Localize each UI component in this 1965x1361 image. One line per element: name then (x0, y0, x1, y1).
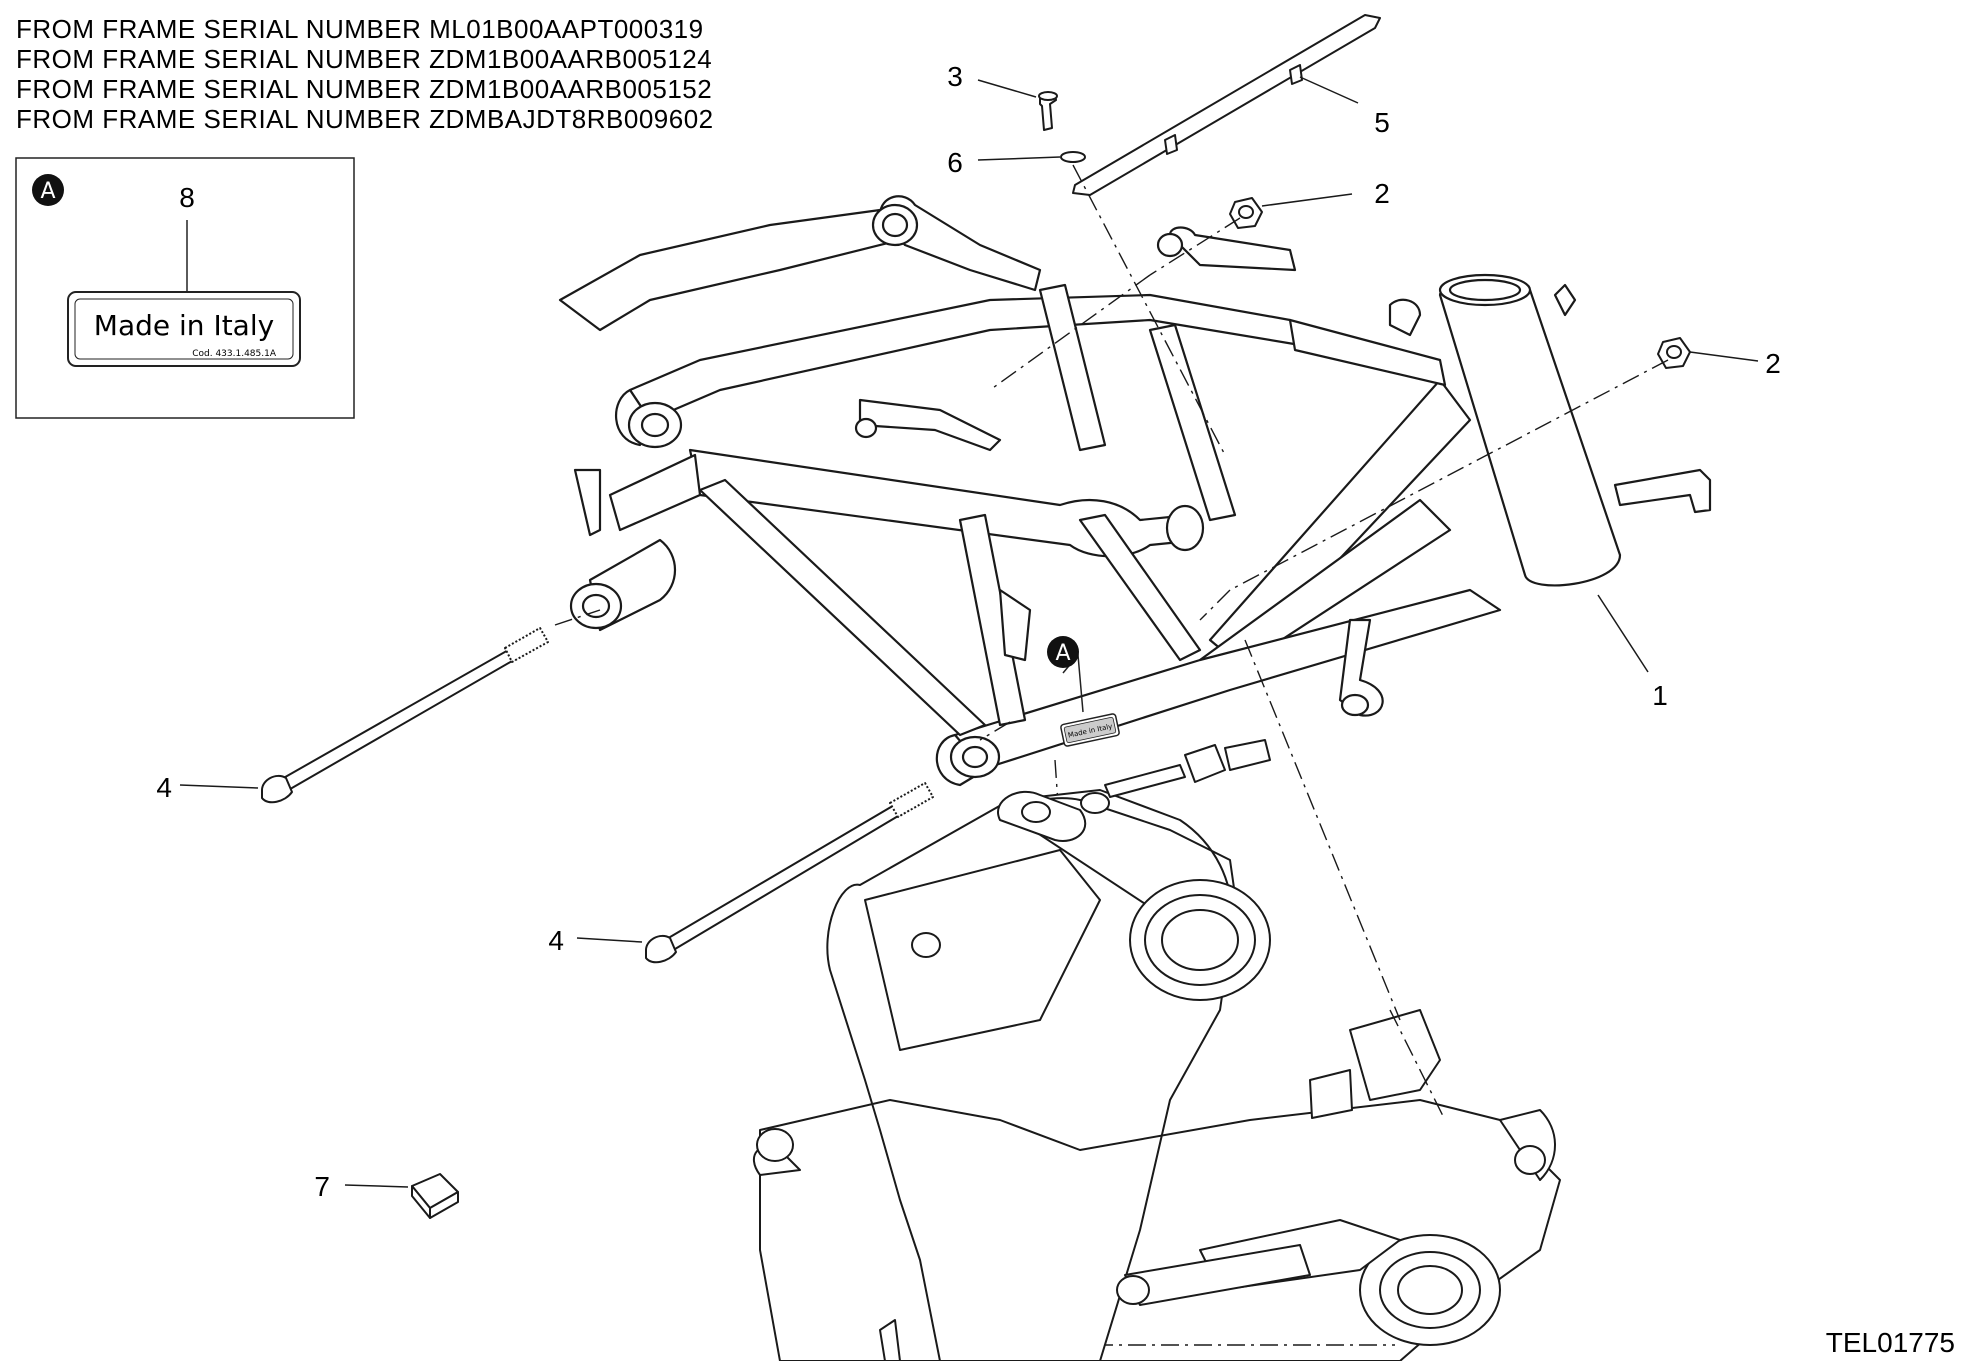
callout-1: 1 (1652, 680, 1668, 711)
serial-note-1: FROM FRAME SERIAL NUMBER ML01B00AAPT0003… (16, 14, 704, 44)
callout-4-lower: 4 (548, 925, 564, 956)
serial-note-2: FROM FRAME SERIAL NUMBER ZDM1B00AARB0051… (16, 44, 712, 74)
callout-4-upper: 4 (156, 772, 172, 803)
serial-note-4: FROM FRAME SERIAL NUMBER ZDMBAJDT8RB0096… (16, 104, 714, 134)
serial-notes: FROM FRAME SERIAL NUMBER ML01B00AAPT0003… (16, 14, 714, 134)
callout-5: 5 (1374, 107, 1390, 138)
leader-lines (179, 76, 1759, 1188)
inset-detail-a: A 8 Made in Italy Cod. 433.1.485.1A (15, 157, 355, 419)
rubber-block (411, 1173, 459, 1219)
inset-marker-badge (32, 174, 64, 206)
drawing-code: TEL01775 (1826, 1327, 1955, 1358)
frame-marker-letter: A (1055, 641, 1070, 666)
callout-6: 6 (947, 147, 963, 178)
callout-3: 3 (947, 61, 963, 92)
frame-label-callout: A Made in Italy (1047, 636, 1120, 747)
label-code: Cod. 433.1.485.1A (192, 349, 277, 359)
inset-part-number: 8 (179, 182, 195, 213)
made-in-italy-label: Made in Italy Cod. 433.1.485.1A (67, 291, 301, 367)
top-bracket-hardware (1038, 14, 1691, 369)
engine-assembly (753, 739, 1561, 1361)
frame-marker-badge (1047, 636, 1079, 668)
long-bolts (261, 627, 934, 964)
callout-2-right: 2 (1765, 348, 1781, 379)
callout-2-upper: 2 (1374, 178, 1390, 209)
callout-numbers: 1 2 2 3 4 4 5 6 7 (156, 61, 1780, 1202)
inset-marker-letter: A (40, 179, 55, 204)
callout-7: 7 (314, 1171, 330, 1202)
label-text: Made in Italy (94, 309, 274, 342)
serial-note-3: FROM FRAME SERIAL NUMBER ZDM1B00AARB0051… (16, 74, 712, 104)
